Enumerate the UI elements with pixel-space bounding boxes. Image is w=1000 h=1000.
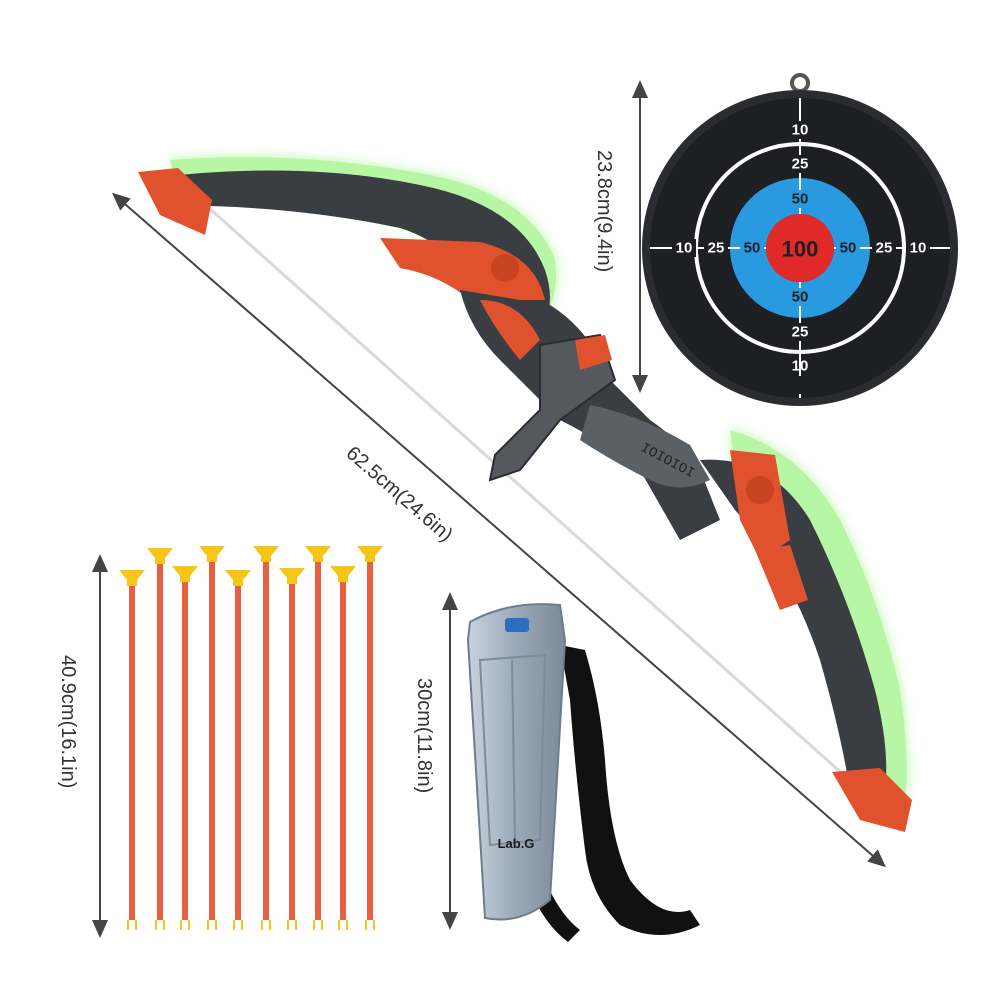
lower-knob <box>746 476 774 504</box>
arrow-shaft <box>157 558 163 920</box>
arrow-nock <box>365 920 375 930</box>
target-label-bg <box>704 239 728 257</box>
arrow <box>279 568 305 930</box>
target-label-bg <box>788 376 812 394</box>
target-label-50-top: 50 <box>792 191 809 208</box>
quiver-dimension: 30cm(11.8in) <box>413 592 458 930</box>
quiver-body <box>466 603 567 921</box>
arrow-length-label: 40.9cm(16.1in) <box>57 655 79 788</box>
target-dimension: 23.8cm(9.4in) <box>593 80 648 393</box>
target-label-bg <box>788 323 812 341</box>
arrow-shaft <box>209 556 215 920</box>
target-label-50-left: 50 <box>744 240 761 257</box>
arrow-nock <box>287 920 297 930</box>
arrow-nock <box>207 920 217 930</box>
arrow-shaft <box>129 580 135 920</box>
arrow-suction-tip <box>357 546 383 562</box>
arrow-nock <box>127 920 137 930</box>
arrow <box>172 566 198 930</box>
arrow <box>330 566 356 930</box>
arrow-shaft <box>315 556 321 920</box>
arrow-suction-tip <box>225 570 251 586</box>
arrow-suction-tip <box>119 570 145 586</box>
target: 10 10 10 10 25 25 25 25 50 50 50 50 100 <box>642 73 958 406</box>
target-hanger <box>790 73 810 93</box>
arrow <box>199 546 225 930</box>
quiver-brand: Lab.G <box>498 836 535 851</box>
arrow-shaft <box>367 556 373 920</box>
target-label-50-bottom: 50 <box>792 289 809 306</box>
arrow-shaft <box>340 576 346 920</box>
arrow-shaft <box>263 556 269 920</box>
arrow-suction-tip <box>199 546 225 562</box>
arrow-suction-tip <box>172 566 198 582</box>
target-label-bg <box>872 239 896 257</box>
arrow-shaft <box>182 576 188 920</box>
target-label-50-right: 50 <box>840 240 857 257</box>
arrow-suction-tip <box>279 568 305 584</box>
target-bullseye-cover <box>766 214 834 282</box>
target-label-bg <box>788 155 812 173</box>
arrow-suction-tip <box>253 546 279 562</box>
target-label-bg <box>788 190 812 208</box>
arrows-group <box>119 546 383 930</box>
target-label-bg <box>740 239 764 257</box>
arrow-nock <box>338 920 348 930</box>
arrow-dimension: 40.9cm(16.1in) <box>57 554 108 938</box>
quiver-badge <box>505 618 529 632</box>
target-label-25-top: 25 <box>792 156 809 173</box>
arrow <box>225 570 251 930</box>
target-label-bg <box>672 239 696 257</box>
quiver-panel-divider <box>511 659 516 844</box>
arrow-suction-tip <box>305 546 331 562</box>
target-label-25-left: 25 <box>708 240 725 257</box>
arrow <box>253 546 279 930</box>
quiver-panel <box>478 653 547 847</box>
upper-knob <box>491 254 519 282</box>
arrow <box>147 548 173 930</box>
target-label-10-right: 10 <box>910 240 927 257</box>
arrow <box>119 570 145 930</box>
target-label-bg <box>836 239 860 257</box>
quiver: Lab.G <box>466 603 700 942</box>
target-label-100: 100 <box>782 237 819 262</box>
arrow-nock <box>261 920 271 930</box>
target-label-bg <box>788 288 812 306</box>
arrow-suction-tip <box>330 566 356 582</box>
arrow-nock <box>313 920 323 930</box>
bow-dimension-line <box>111 192 887 868</box>
arrow-shaft <box>289 578 295 920</box>
arrow <box>357 546 383 930</box>
bow-length-label: 62.5cm(24.6in) <box>342 442 457 546</box>
arrow-suction-tip <box>147 548 173 564</box>
target-label-10-left: 10 <box>676 240 693 257</box>
quiver-strap <box>560 645 700 935</box>
target-label-25-right: 25 <box>876 240 893 257</box>
arrow-nock <box>155 920 165 930</box>
target-label-10-bottom: 10 <box>792 358 809 375</box>
target-label-bg <box>788 121 812 139</box>
target-diameter-label: 23.8cm(9.4in) <box>593 150 615 272</box>
arrow-nock <box>180 920 190 930</box>
quiver-length-label: 30cm(11.8in) <box>413 678 435 793</box>
target-label-25-bottom: 25 <box>792 324 809 341</box>
target-label-10-top: 10 <box>792 122 809 139</box>
arrow <box>305 546 331 930</box>
target-label-bg <box>906 239 930 257</box>
arrow-shaft <box>235 580 241 920</box>
arrow-nock <box>233 920 243 930</box>
